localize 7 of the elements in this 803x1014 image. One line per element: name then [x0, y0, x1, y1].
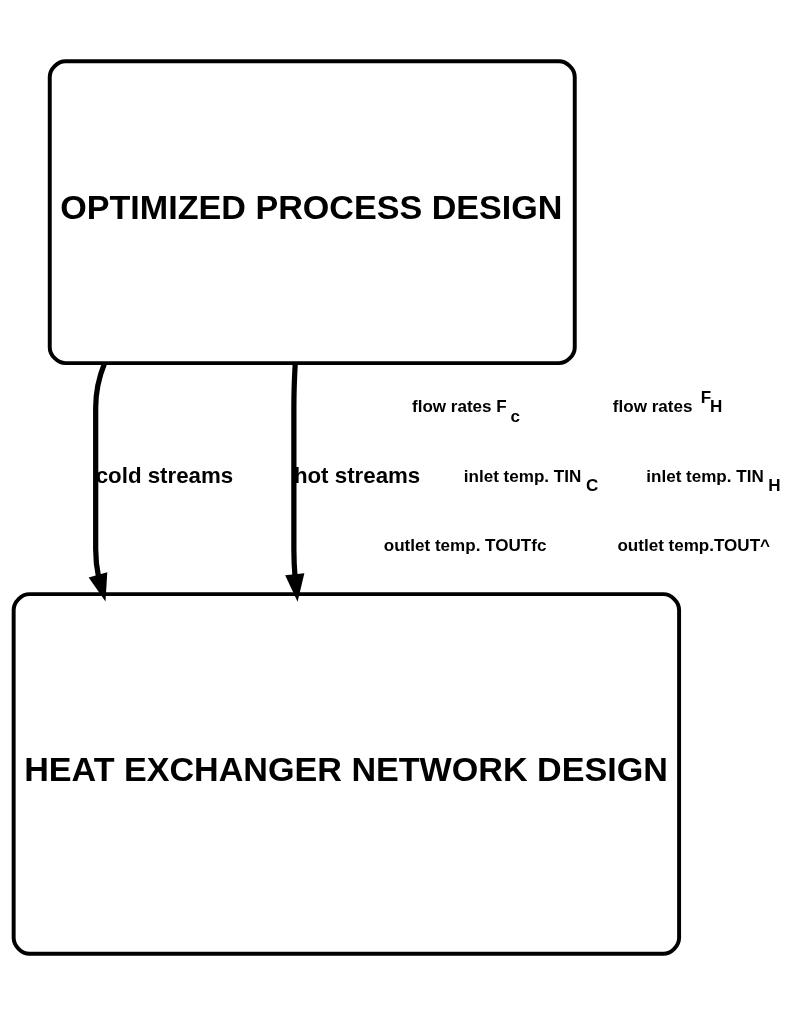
label: outlet temp.TOUT^ — [617, 535, 771, 555]
arrow — [285, 362, 305, 602]
edge-label: hot streams — [293, 462, 421, 488]
node-box: OPTIMIZED PROCESS DESIGN — [47, 58, 577, 365]
label: outlet temp. TOUTfc — [383, 535, 547, 555]
node-box: HEAT EXCHANGER NETWORK DESIGN — [11, 591, 682, 956]
edge-label: cold streams — [95, 462, 234, 488]
